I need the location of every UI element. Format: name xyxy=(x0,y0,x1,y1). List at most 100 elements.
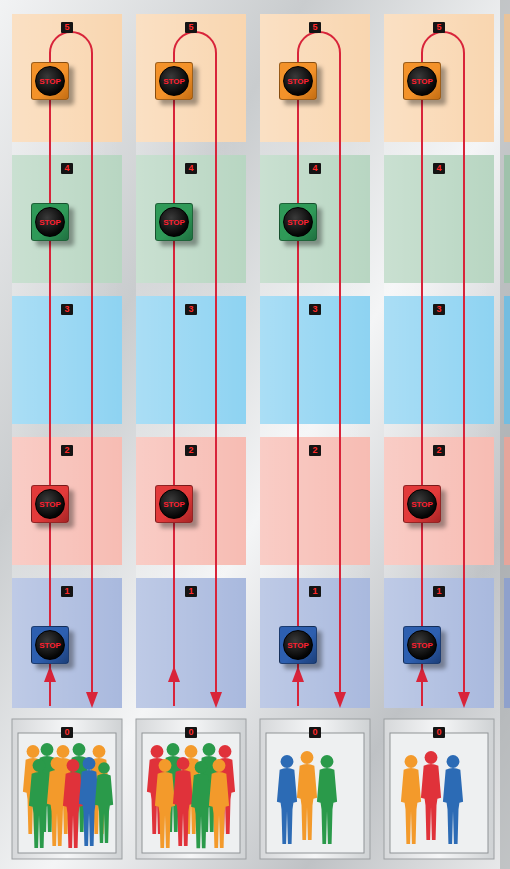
floor-cell: 4 xyxy=(384,155,494,283)
stop-label: STOP xyxy=(35,489,65,519)
floor-number: 3 xyxy=(309,304,320,315)
route-arrow xyxy=(292,666,304,682)
stop-label: STOP xyxy=(407,489,437,519)
elevator-door xyxy=(260,719,370,859)
floor-number: 1 xyxy=(433,586,444,597)
stop-label: STOP xyxy=(35,66,65,96)
stop-label: STOP xyxy=(407,630,437,660)
floor-cell: 3 xyxy=(260,296,370,424)
stop-label: STOP xyxy=(283,207,313,237)
floor-fills xyxy=(12,14,510,708)
stop-button: STOP xyxy=(31,485,69,523)
door-panel xyxy=(18,733,116,853)
floor-number: 4 xyxy=(309,163,320,174)
floor-number: 1 xyxy=(185,586,196,597)
floor-cell: 3 xyxy=(12,296,122,424)
floor-cell: 4STOP xyxy=(136,155,246,283)
stop-label: STOP xyxy=(283,630,313,660)
stop-button: STOP xyxy=(403,485,441,523)
floor-cell: 2STOP xyxy=(136,437,246,565)
stop-label: STOP xyxy=(159,207,189,237)
edge-strip xyxy=(504,578,510,708)
route-line xyxy=(50,32,92,706)
door-panel xyxy=(266,733,364,853)
floor-cell: 5STOP xyxy=(136,14,246,142)
passenger-figure xyxy=(209,759,229,848)
route-line xyxy=(298,32,340,706)
edge-strip xyxy=(504,14,510,142)
floor-cell: 2STOP xyxy=(384,437,494,565)
floor-cell: 1 xyxy=(136,578,246,708)
floor-number: 2 xyxy=(309,445,320,456)
elevator-door xyxy=(12,719,122,859)
stop-label: STOP xyxy=(35,207,65,237)
stop-label: STOP xyxy=(35,630,65,660)
elevator-door xyxy=(136,719,246,859)
route-line xyxy=(174,32,216,706)
floor-number: 0 xyxy=(185,727,196,738)
passenger-figure xyxy=(401,755,421,844)
stop-button: STOP xyxy=(279,203,317,241)
floor-cell: 0 xyxy=(136,719,246,859)
floor-number: 5 xyxy=(309,22,320,33)
floor-number: 5 xyxy=(61,22,72,33)
passenger-figure xyxy=(173,757,193,846)
floor-number: 0 xyxy=(61,727,72,738)
floor-cell: 5STOP xyxy=(12,14,122,142)
floor-cell: 0 xyxy=(384,719,494,859)
floor-number: 2 xyxy=(61,445,72,456)
door-panel xyxy=(390,733,488,853)
route-line xyxy=(422,32,464,706)
stop-label: STOP xyxy=(407,66,437,96)
floor-cell: 0 xyxy=(12,719,122,859)
passenger-figure xyxy=(95,762,113,843)
floor-number: 3 xyxy=(185,304,196,315)
frame-shadow xyxy=(500,0,510,869)
route-arrow xyxy=(210,692,222,708)
floor-cell: 1STOP xyxy=(260,578,370,708)
floor-cell: 5STOP xyxy=(260,14,370,142)
passenger-figure xyxy=(277,755,297,844)
floor-sheen xyxy=(136,14,246,708)
passenger-figure xyxy=(443,755,463,844)
passengers xyxy=(23,743,463,848)
route-arrow xyxy=(416,666,428,682)
floor-number: 0 xyxy=(309,727,320,738)
stop-button: STOP xyxy=(279,626,317,664)
stop-button: STOP xyxy=(155,62,193,100)
floor-number: 1 xyxy=(61,586,72,597)
floor-number: 2 xyxy=(185,445,196,456)
edge-strip xyxy=(504,296,510,424)
floor-cell: 3 xyxy=(136,296,246,424)
floor-cell: 5STOP xyxy=(384,14,494,142)
stop-button: STOP xyxy=(155,203,193,241)
route-arrow xyxy=(86,692,98,708)
floor-sheen xyxy=(384,14,494,708)
elevator-doors xyxy=(12,719,494,859)
passenger-figure xyxy=(191,761,211,848)
stop-button: STOP xyxy=(403,626,441,664)
floor-cell: 4STOP xyxy=(12,155,122,283)
floor-sheen xyxy=(12,14,122,708)
floor-number: 1 xyxy=(309,586,320,597)
floor-cell: 0 xyxy=(260,719,370,859)
floor-number: 4 xyxy=(185,163,196,174)
route-arrows xyxy=(44,666,470,708)
floor-sheen xyxy=(260,14,370,708)
floor-cell: 2STOP xyxy=(12,437,122,565)
stop-button: STOP xyxy=(279,62,317,100)
floor-number: 4 xyxy=(61,163,72,174)
stop-button: STOP xyxy=(31,626,69,664)
floor-cell: 1STOP xyxy=(384,578,494,708)
floor-cell: 1STOP xyxy=(12,578,122,708)
stop-button: STOP xyxy=(403,62,441,100)
floor-number: 5 xyxy=(433,22,444,33)
stop-label: STOP xyxy=(159,66,189,96)
floor-number: 3 xyxy=(433,304,444,315)
floor-number: 5 xyxy=(185,22,196,33)
elevator-door xyxy=(384,719,494,859)
floor-cell: 4STOP xyxy=(260,155,370,283)
